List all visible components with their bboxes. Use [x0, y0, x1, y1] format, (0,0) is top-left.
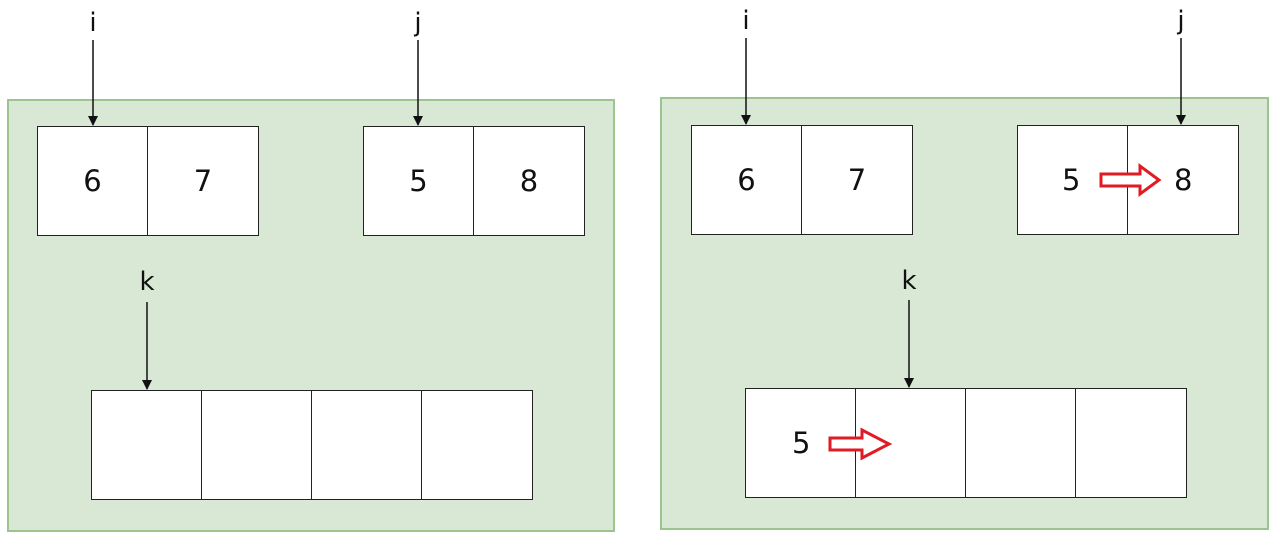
- right-array-b-value-1: 8: [1174, 163, 1193, 197]
- right-array-b-value-0: 5: [1062, 163, 1081, 197]
- left-merged-cell-2: [312, 391, 422, 499]
- right-merged-cell-0: 5: [746, 389, 856, 497]
- left-merged-cell-1: [202, 391, 312, 499]
- right-array-b-cell-1: 8: [1128, 126, 1238, 234]
- left-array-a-cell-0: 6: [38, 127, 148, 235]
- left-merged-cell-0: [92, 391, 202, 499]
- left-pointer-j-label: j: [414, 8, 422, 38]
- left-array-b-cell-1: 8: [519, 164, 539, 198]
- right-array-b: 5 8: [1017, 125, 1239, 235]
- right-merged-cell-3: [1076, 389, 1186, 497]
- right-pointer-j-label: j: [1177, 6, 1185, 36]
- left-pointer-k-label: k: [139, 267, 155, 297]
- left-pointer-i-label: i: [89, 8, 97, 38]
- right-pointer-i-label: i: [742, 6, 750, 36]
- right-merged-array: 5: [745, 388, 1187, 498]
- right-array-a-cell-1: 7: [847, 163, 867, 197]
- right-array-a-cell-0: 6: [692, 126, 802, 234]
- right-merged-value-0: 5: [792, 426, 811, 460]
- left-merged-cell-3: [422, 391, 532, 499]
- left-array-b-cell-0: 5: [364, 127, 474, 235]
- right-merged-cell-2: [966, 389, 1076, 497]
- right-array-a: 6 7: [691, 125, 913, 235]
- right-merged-cell-1: [856, 389, 966, 497]
- right-array-b-cell-0: 5: [1018, 126, 1128, 234]
- left-array-b: 5 8: [363, 126, 585, 236]
- right-pointer-k-label: k: [901, 266, 917, 296]
- left-array-a-cell-1: 7: [193, 164, 213, 198]
- left-merged-array: [91, 390, 533, 500]
- left-array-a: 6 7: [37, 126, 259, 236]
